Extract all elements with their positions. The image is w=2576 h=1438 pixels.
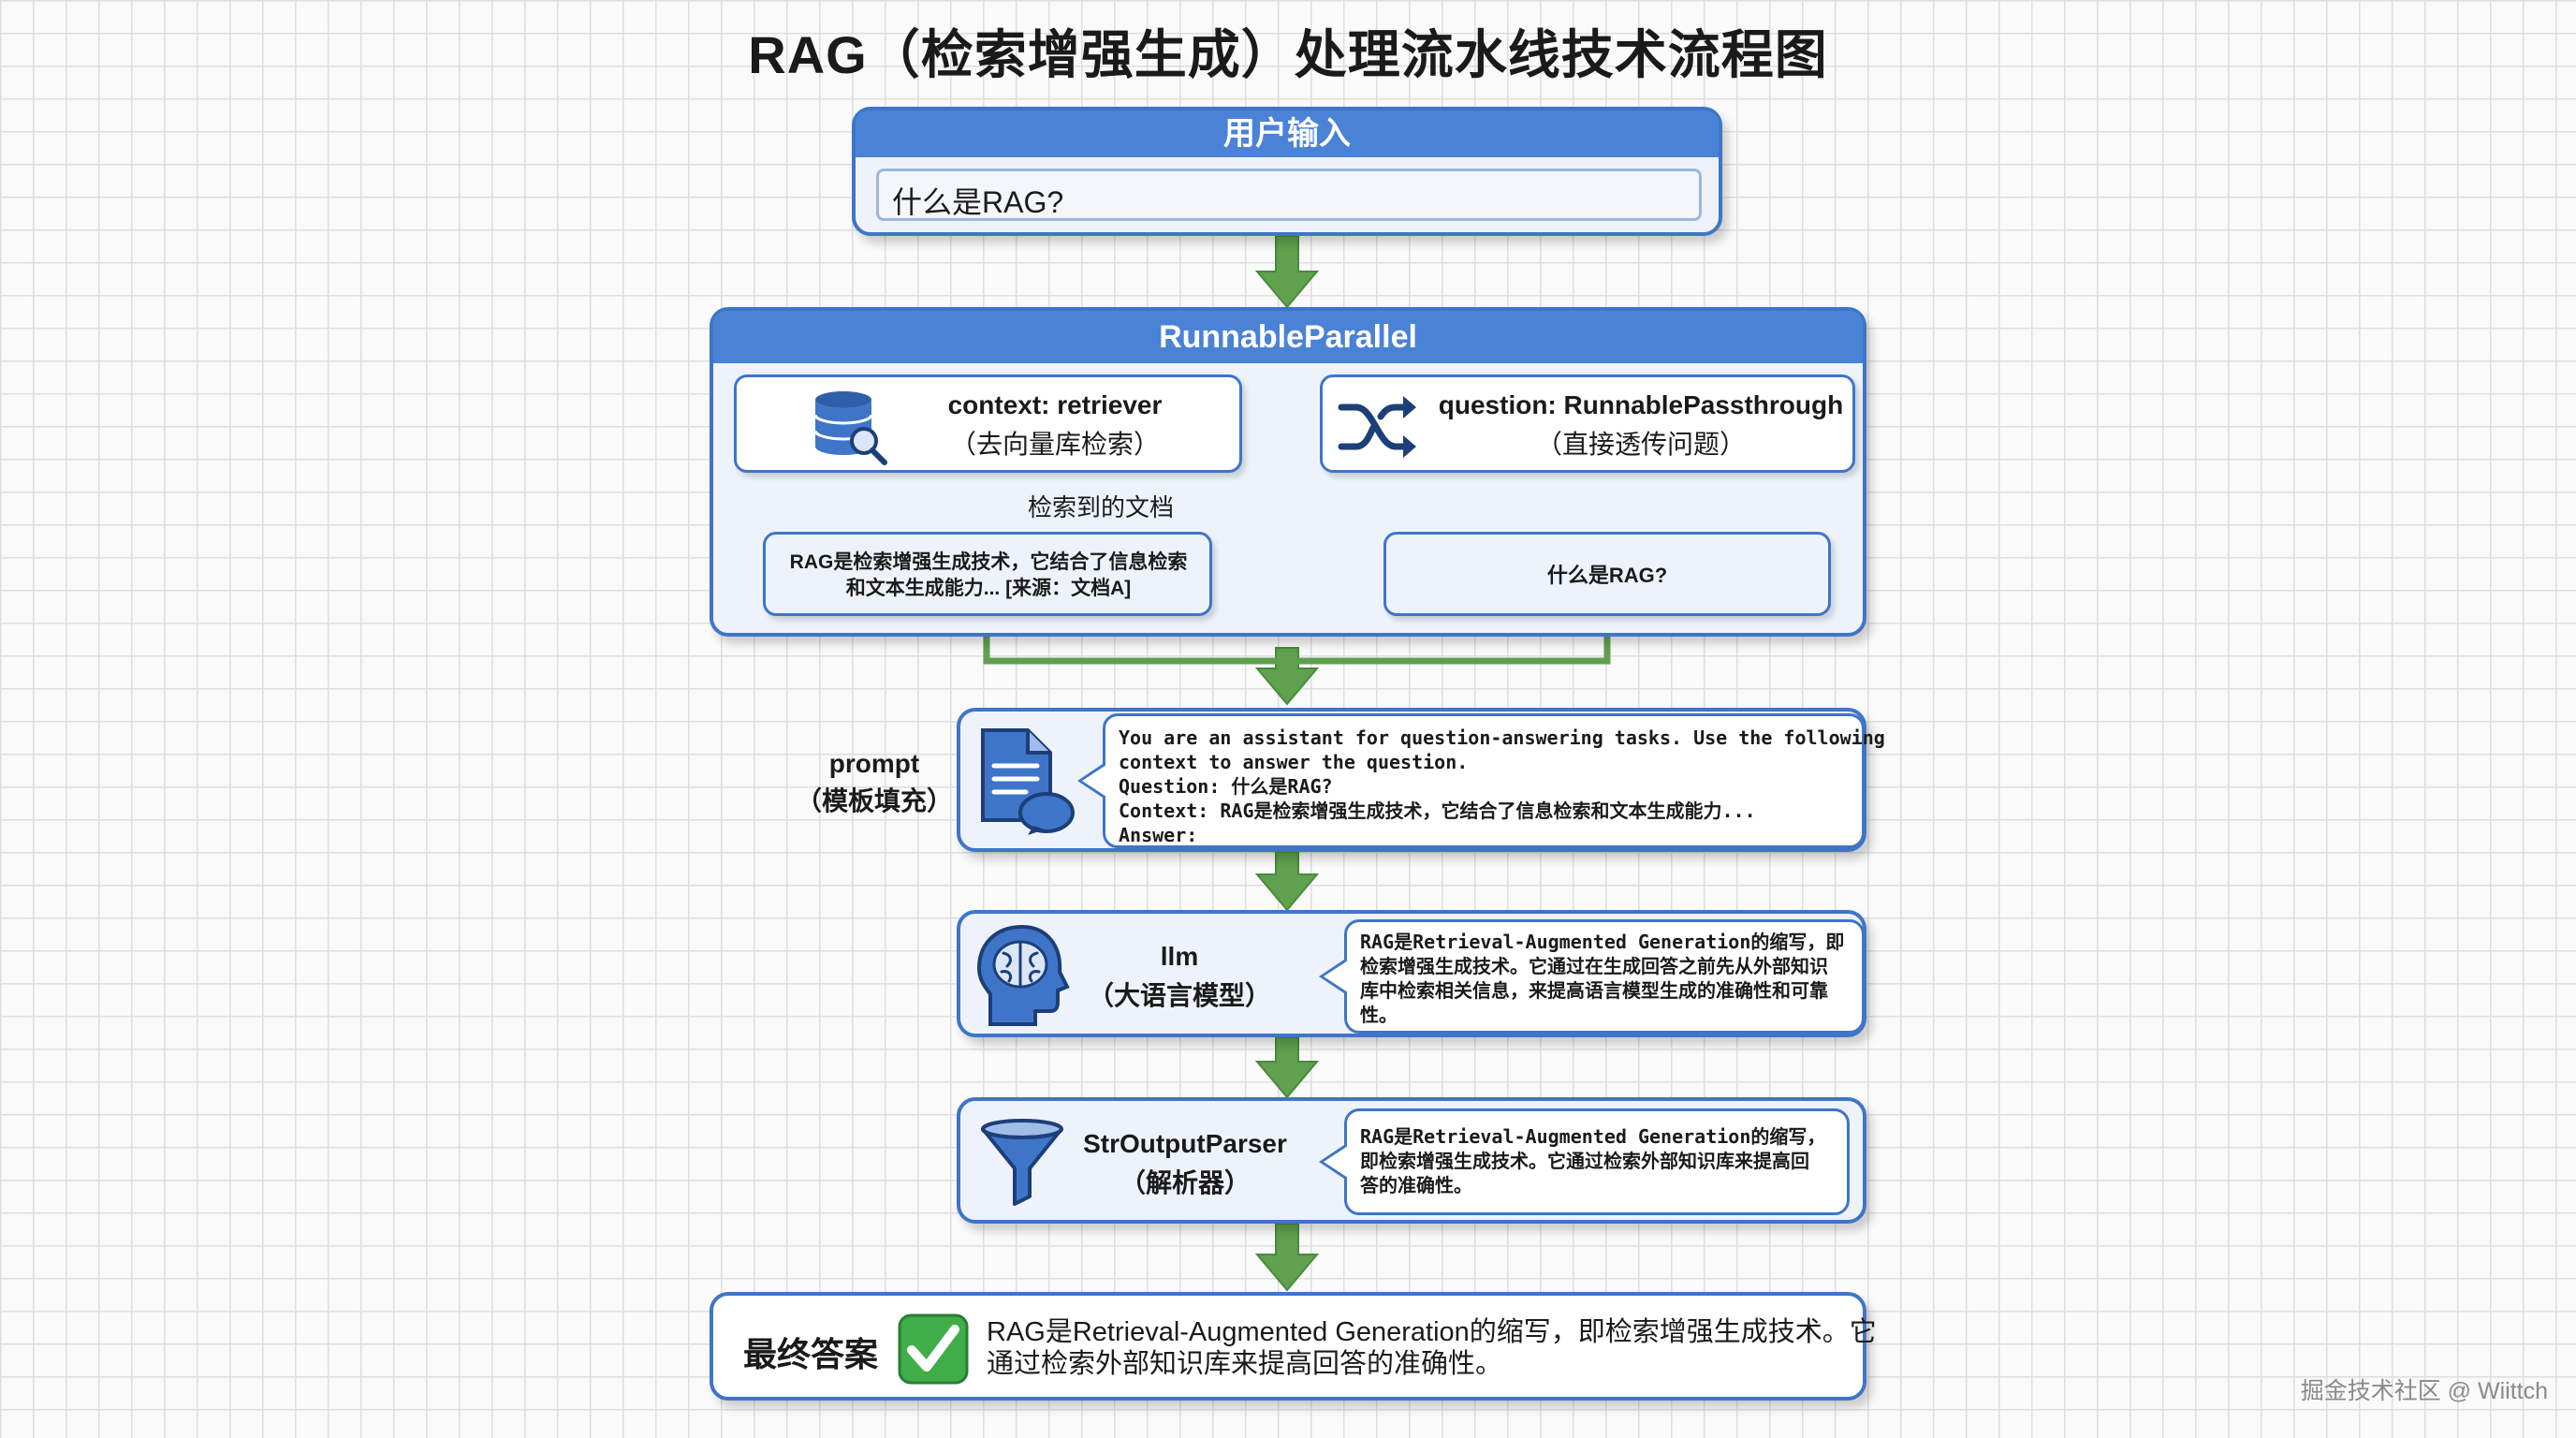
question-passthrough-name: question: RunnablePassthrough: [1438, 390, 1844, 419]
parser-sub: （解析器）: [1119, 1168, 1251, 1197]
parser-output-callout: RAG是Retrieval-Augmented Generation的缩写， 即…: [1319, 1108, 1850, 1215]
final-answer-line1: RAG是Retrieval-Augmented Generation的缩写，即检…: [987, 1317, 1877, 1347]
llm-output-callout: RAG是Retrieval-Augmented Generation的缩写，即 …: [1319, 919, 1865, 1034]
runnable-parallel-header: RunnableParallel: [713, 311, 1863, 363]
funnel-icon: [981, 1119, 1063, 1206]
question-result-text: 什么是RAG?: [1546, 564, 1668, 587]
arrow-input-to-parallel: [1254, 235, 1320, 309]
brain-head-icon: [976, 924, 1070, 1026]
retrieved-docs-line1: RAG是检索增强生成技术，它结合了信息检索: [789, 551, 1188, 573]
llm-node: llm （大语言模型） RAG是Retrieval-Augmented Gene…: [957, 910, 1866, 1037]
retrieved-docs-label: 检索到的文档: [1028, 493, 1175, 521]
retrieved-docs-result: RAG是检索增强生成技术，它结合了信息检索 和文本生成能力... [来源：文档A…: [763, 532, 1212, 616]
prompt-line-3: Question: 什么是RAG?: [1119, 775, 1333, 798]
prompt-sub: （模板填充）: [795, 786, 953, 815]
arrow-merge-to-prompt: [1254, 647, 1320, 706]
page-title: RAG（检索增强生成）处理流水线技术流程图: [748, 25, 1828, 84]
user-input-header: 用户输入: [856, 110, 1719, 157]
parser-node: StrOutputParser （解析器） RAG是Retrieval-Augm…: [957, 1097, 1866, 1224]
user-input-box: 用户输入 什么是RAG?: [852, 107, 1722, 236]
prompt-line-1: You are an assistant for question-answer…: [1119, 726, 1885, 749]
final-answer-line2: 通过检索外部知识库来提高回答的准确性。: [987, 1349, 1503, 1379]
context-retriever-node: context: retriever （去向量库检索）: [734, 374, 1242, 473]
prompt-line-5: Answer:: [1119, 824, 1198, 846]
document-chat-icon: [981, 728, 1075, 835]
user-input-field[interactable]: 什么是RAG?: [876, 169, 1702, 221]
context-retriever-sub: （去向量库检索）: [949, 430, 1160, 459]
shuffle-icon: [1338, 396, 1416, 458]
question-result: 什么是RAG?: [1383, 532, 1831, 616]
final-answer-label: 最终答案: [743, 1335, 879, 1373]
prompt-label-group: prompt （模板填充）: [792, 749, 957, 818]
parser-line-2: 即检索增强生成技术。它通过检索外部知识库来提高回: [1360, 1150, 1809, 1172]
arrow-llm-to-parser: [1254, 1036, 1320, 1099]
retrieved-docs-line2: 和文本生成能力... [来源：文档A]: [845, 578, 1132, 599]
prompt-line-2: context to answer the question.: [1119, 751, 1469, 773]
llm-label: llm: [1160, 942, 1199, 971]
llm-line-4: 性。: [1360, 1004, 1398, 1026]
llm-line-3: 库中检索相关信息，来提高语言模型生成的准确性和可靠: [1360, 979, 1828, 1002]
llm-line-1: RAG是Retrieval-Augmented Generation的缩写，即: [1360, 931, 1845, 953]
question-passthrough-node: question: RunnablePassthrough （直接透传问题）: [1320, 374, 1855, 473]
arrow-parser-to-final: [1254, 1223, 1320, 1292]
parser-line-1: RAG是Retrieval-Augmented Generation的缩写，: [1360, 1125, 1826, 1148]
user-input-value: 什么是RAG?: [892, 185, 1064, 219]
llm-sub: （大语言模型）: [1087, 981, 1271, 1010]
question-passthrough-sub: （直接透传问题）: [1535, 430, 1746, 459]
parser-line-3: 答的准确性。: [1360, 1174, 1472, 1196]
prompt-line-4: Context: RAG是检索增强生成技术，它结合了信息检索和文本生成能力...: [1119, 800, 1756, 822]
database-search-icon: [813, 391, 887, 465]
parser-label: StrOutputParser: [1083, 1129, 1287, 1158]
arrow-prompt-to-llm: [1254, 851, 1320, 912]
watermark: 掘金技术社区 @ Wiittch: [2300, 1378, 2548, 1404]
prompt-label: prompt: [828, 749, 920, 778]
prompt-template-callout: You are an assistant for question-answer…: [1077, 713, 1885, 848]
llm-line-2: 检索增强生成技术。它通过在生成回答之前先从外部知识: [1360, 955, 1828, 977]
context-retriever-name: context: retriever: [947, 390, 1163, 419]
checkmark-icon: [898, 1313, 969, 1385]
final-answer-box: 最终答案 RAG是Retrieval-Augmented Generation的…: [710, 1292, 1877, 1401]
prompt-node: You are an assistant for question-answer…: [957, 708, 1885, 852]
